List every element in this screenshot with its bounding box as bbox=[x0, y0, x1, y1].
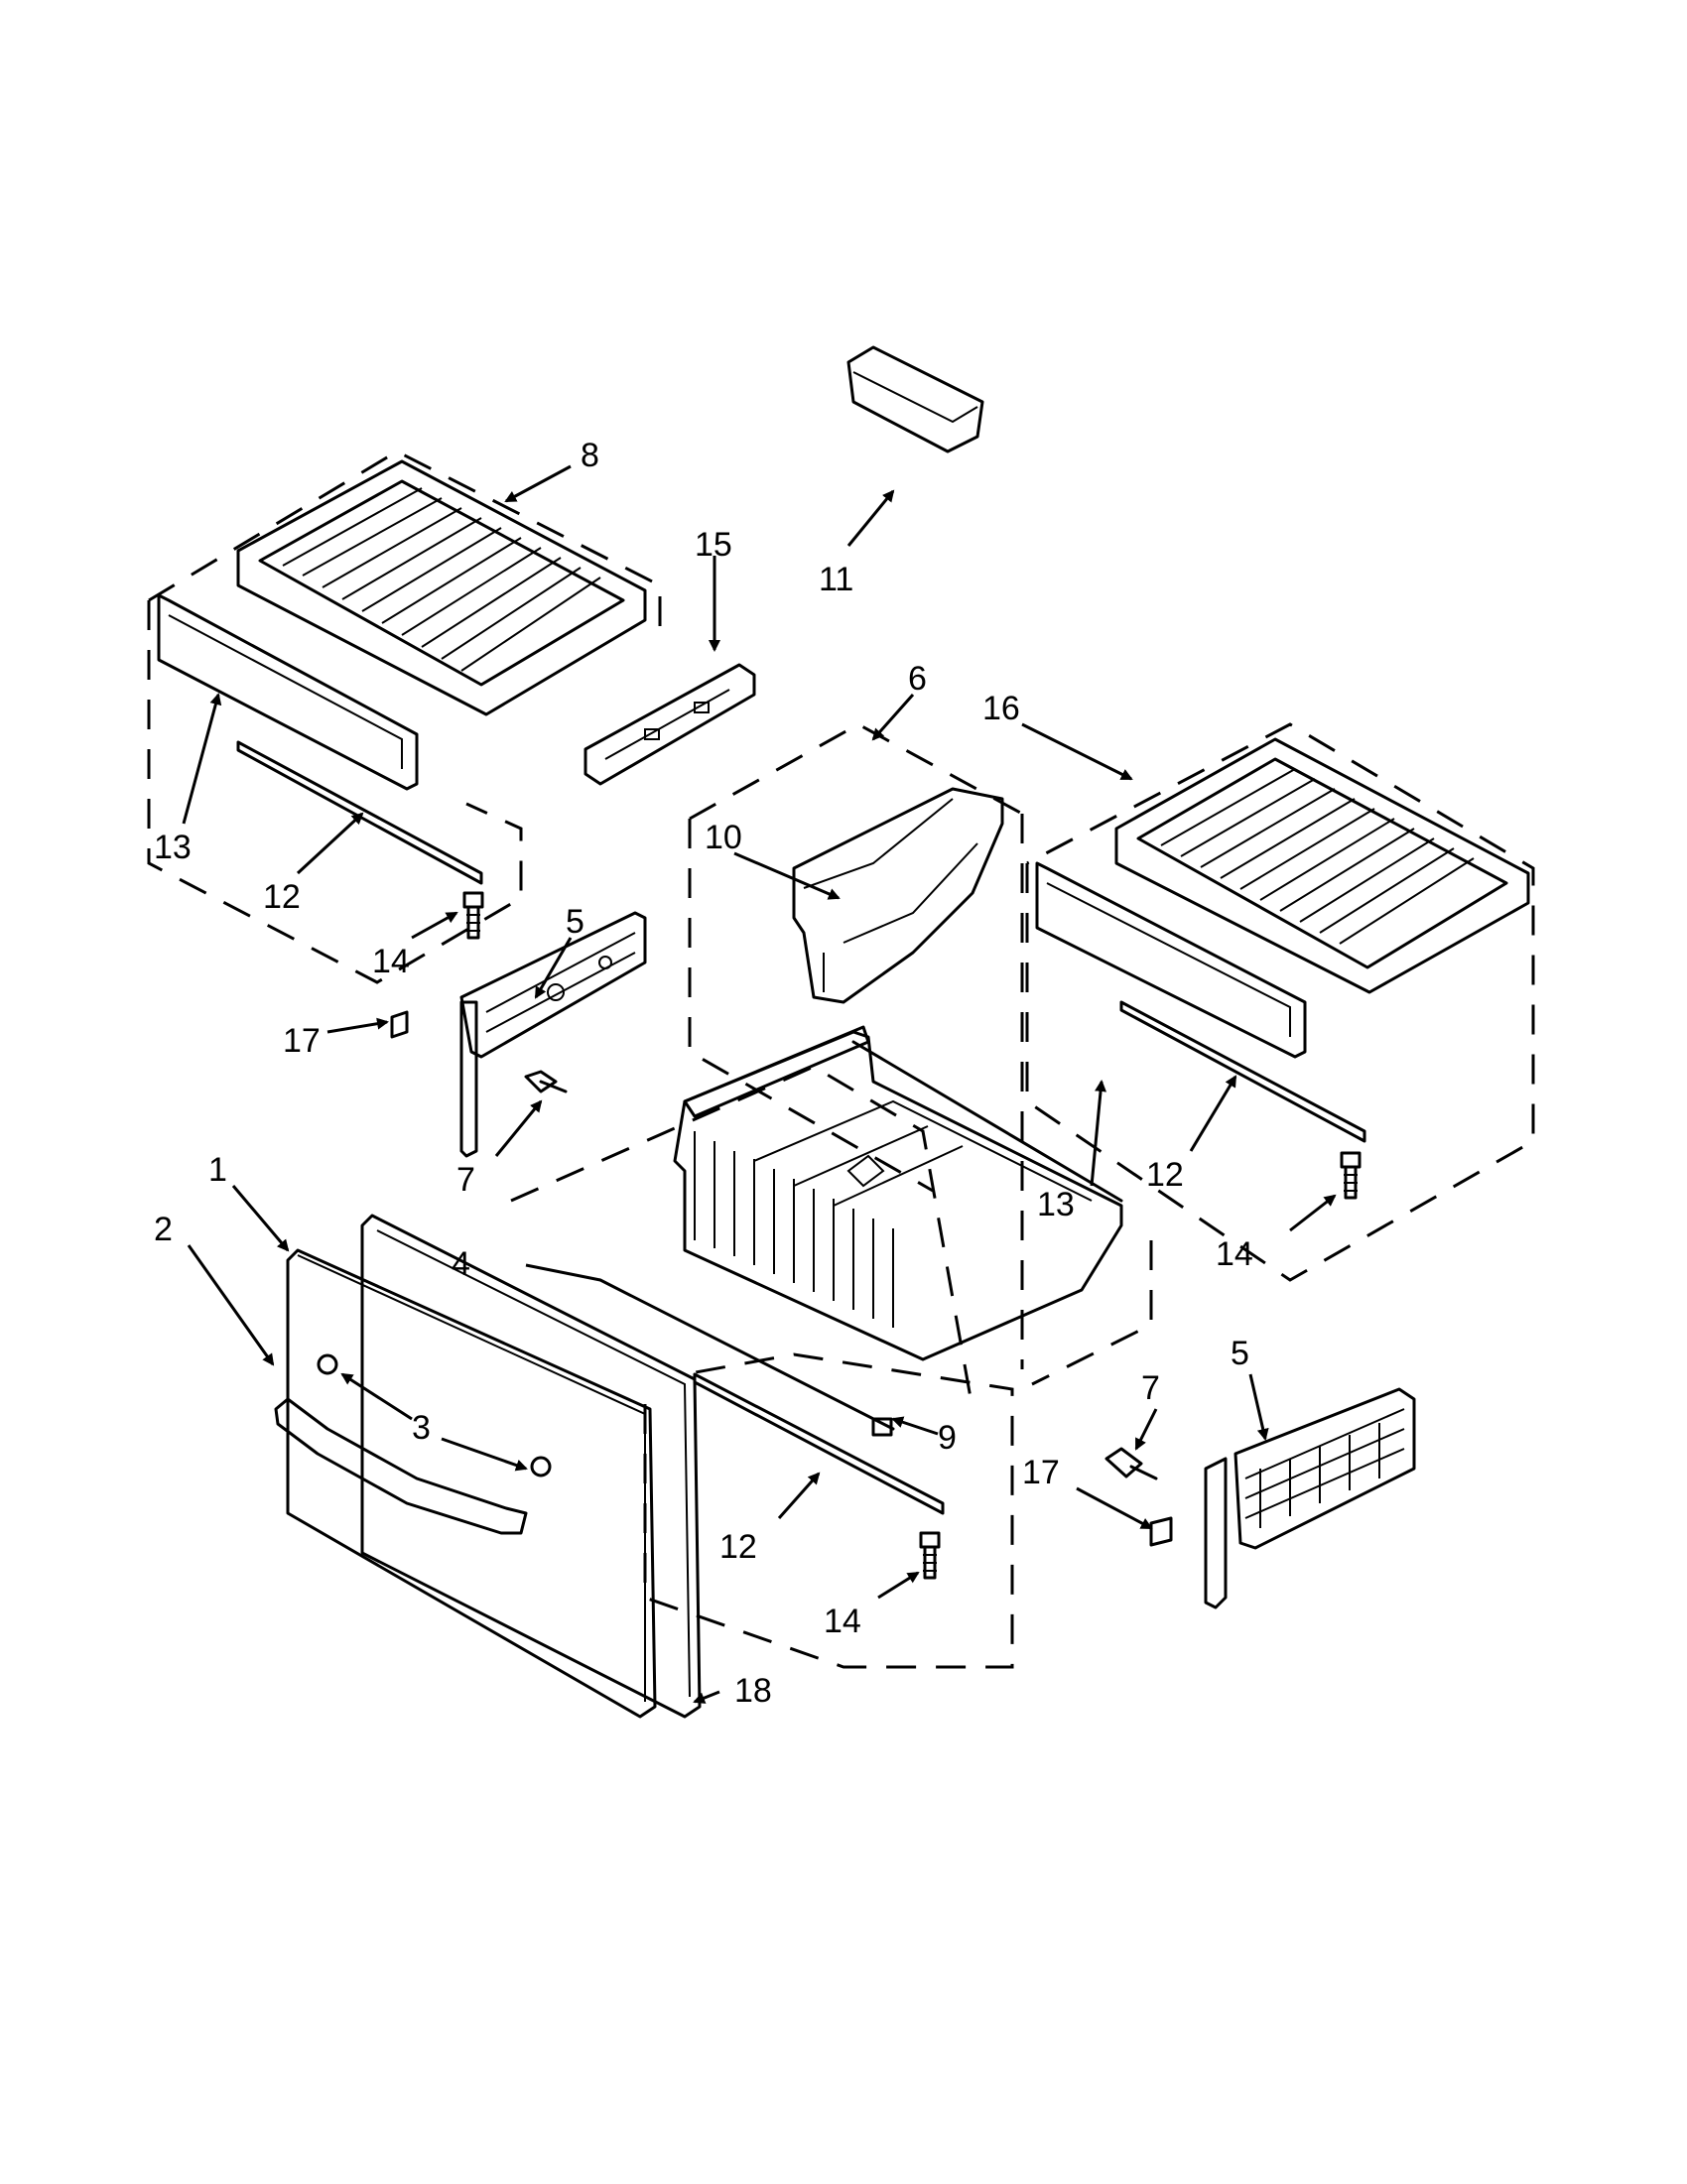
crisper-divider-bin bbox=[792, 787, 1004, 1004]
drawer-handle bbox=[274, 1397, 528, 1535]
callout-15: 15 bbox=[695, 526, 732, 564]
lower-slide-rail bbox=[693, 1372, 945, 1515]
callout-5-right: 5 bbox=[1231, 1335, 1249, 1372]
upper-right-shelf-trim bbox=[1035, 861, 1307, 1059]
callout-14-left: 14 bbox=[372, 943, 410, 980]
callout-12-lower: 12 bbox=[719, 1528, 757, 1566]
callout-18: 18 bbox=[734, 1672, 772, 1710]
callout-2: 2 bbox=[154, 1211, 173, 1248]
upper-left-shelf-slide bbox=[236, 740, 483, 885]
callout-8: 8 bbox=[581, 437, 599, 474]
callout-13-left: 13 bbox=[154, 829, 192, 866]
small-fastener bbox=[871, 1417, 893, 1437]
group-boundary-bin-mount bbox=[510, 1065, 974, 1410]
callout-7-right: 7 bbox=[1141, 1369, 1160, 1407]
right-slide-clip bbox=[1149, 1516, 1173, 1547]
callout-17-right: 17 bbox=[1022, 1454, 1060, 1491]
center-bracket bbox=[584, 663, 756, 786]
group-boundary-right-shelf bbox=[1025, 722, 1535, 1282]
callout-12-left: 12 bbox=[263, 878, 301, 916]
drawer-cross-rod bbox=[598, 1278, 895, 1431]
left-slide-clip bbox=[390, 1010, 409, 1039]
group-boundary-lower-rail bbox=[643, 1352, 1014, 1669]
callout-6: 6 bbox=[908, 660, 927, 698]
crisper-drawer bbox=[673, 1025, 1123, 1361]
drawer-front-panel bbox=[286, 1248, 657, 1719]
upper-right-shelf-tray bbox=[1114, 737, 1530, 994]
callout-10: 10 bbox=[705, 819, 742, 856]
callout-14-lower: 14 bbox=[824, 1603, 861, 1640]
group-boundary-left-shelf bbox=[147, 450, 662, 984]
callout-labels: 8 15 11 6 16 10 13 12 14 5 17 7 1 2 4 3 … bbox=[154, 437, 1253, 1710]
callout-7-left: 7 bbox=[456, 1161, 475, 1199]
callout-12-right: 12 bbox=[1146, 1156, 1184, 1194]
callout-17-left: 17 bbox=[283, 1022, 321, 1060]
callout-14-right: 14 bbox=[1216, 1235, 1253, 1273]
leader-lines bbox=[182, 464, 1337, 1704]
upper-left-shelf-trim bbox=[157, 593, 419, 791]
right-slide-screw bbox=[1104, 1447, 1158, 1480]
callout-13-right: 13 bbox=[1037, 1186, 1075, 1223]
callout-4: 4 bbox=[452, 1245, 470, 1283]
drawer-gasket bbox=[360, 1214, 702, 1719]
screw-lower-rail bbox=[919, 1531, 941, 1580]
left-slide-screw bbox=[524, 1070, 568, 1093]
screw-right-shelf bbox=[1340, 1151, 1362, 1200]
callout-9: 9 bbox=[938, 1419, 957, 1457]
upper-left-shelf-tray bbox=[236, 459, 647, 716]
callout-16: 16 bbox=[982, 690, 1020, 727]
callout-5-left: 5 bbox=[566, 903, 584, 941]
callout-11: 11 bbox=[819, 561, 853, 598]
callout-3: 3 bbox=[412, 1409, 431, 1447]
callout-1: 1 bbox=[208, 1151, 227, 1189]
screw-left-shelf bbox=[462, 891, 484, 940]
right-drawer-slide bbox=[1204, 1387, 1416, 1609]
left-drawer-slide bbox=[459, 911, 647, 1158]
upper-right-shelf-slide bbox=[1119, 1000, 1366, 1143]
small-bin bbox=[846, 345, 984, 453]
handle-mount-studs bbox=[317, 1353, 552, 1477]
